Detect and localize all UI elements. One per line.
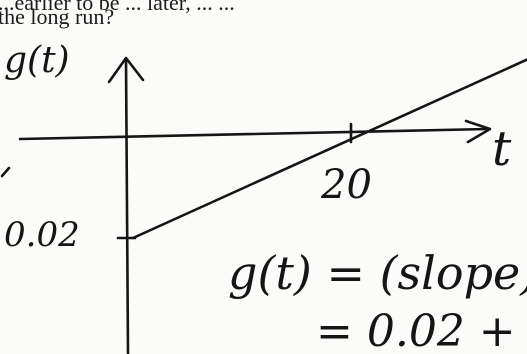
y-axis-arrowhead (107, 56, 145, 84)
y-axis (124, 58, 130, 354)
series-line (131, 58, 527, 240)
stray-mark (0, 166, 11, 178)
x-tick-label: 20 (321, 162, 372, 208)
equation-line-1: g(t) = (slope)t (228, 246, 527, 300)
question-text: the long run? (0, 4, 115, 29)
x-axis-label: t (492, 121, 512, 177)
y-axis-label: g(t) (4, 40, 70, 81)
question-text-top-fragment: ...earlier to be ... later, ... ... (0, 0, 235, 15)
y-intercept-label: 0.02 (4, 215, 80, 255)
equation-line-2: = 0.02 + (316, 306, 516, 354)
x-axis (18, 127, 490, 141)
x-axis-arrowhead (464, 119, 492, 144)
